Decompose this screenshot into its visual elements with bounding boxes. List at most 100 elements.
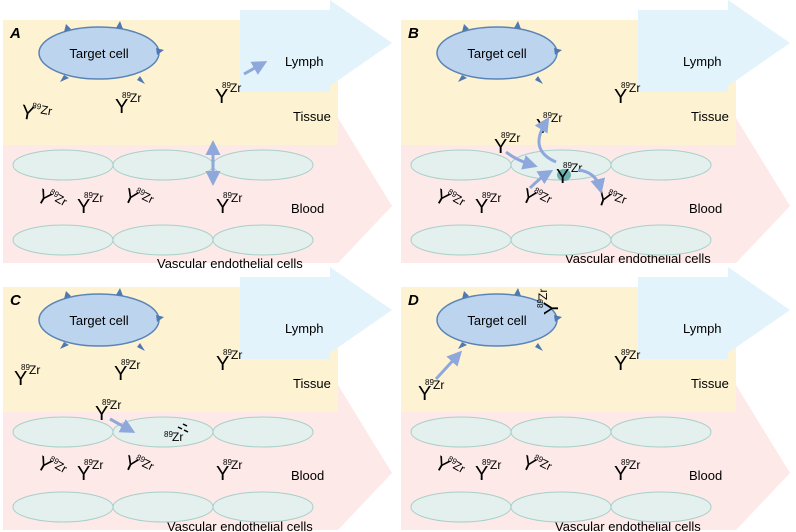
svg-text:89: 89 (222, 81, 231, 90)
zr89-antibody: Y 89 Zr (114, 358, 140, 385)
zr89-antibody: Y 89 Zr (19, 101, 54, 125)
endothelial-cell (610, 224, 712, 256)
zr89-antibody: Y 89 Zr (115, 91, 141, 118)
svg-text:Y: Y (115, 96, 128, 118)
svg-text:Zr: Zr (92, 458, 103, 472)
panel-d: Lymph Tissue Blood Vascular endothelial … (401, 267, 790, 532)
svg-text:89: 89 (533, 453, 545, 465)
lymph-flow-arrow (240, 267, 392, 359)
svg-text:Y: Y (216, 196, 229, 218)
receptor (535, 343, 543, 351)
svg-text:89: 89 (621, 81, 630, 90)
zr89-antibody: Y 89 Zr (614, 81, 640, 108)
svg-text:Zr: Zr (571, 161, 582, 175)
svg-text:Y: Y (614, 86, 627, 108)
receptor (64, 24, 71, 32)
svg-text:89: 89 (102, 398, 111, 407)
svg-text:89: 89 (533, 186, 545, 198)
receptor (535, 76, 543, 84)
tissue-label: Tissue (691, 109, 729, 124)
bound-zr89-antibody: Y 89 Zr (536, 289, 563, 315)
svg-text:89: 89 (536, 299, 545, 308)
zr89-antibody: Y 89 Zr (216, 348, 242, 375)
target-cell: Target cell (38, 288, 164, 351)
svg-text:Y: Y (418, 383, 431, 405)
endothelial-cell (212, 224, 314, 256)
svg-text:Zr: Zr (536, 289, 550, 300)
endothelial-cell (12, 491, 114, 523)
zr89-antibody: Y 89 Zr (475, 458, 501, 485)
svg-text:89: 89 (563, 161, 572, 170)
receptor (462, 24, 469, 32)
target-cell-label: Target cell (467, 313, 526, 328)
svg-text:Zr: Zr (140, 189, 156, 206)
endothelial-cell (212, 416, 314, 448)
receptor (156, 48, 164, 55)
receptor (137, 76, 145, 84)
target-cell: Target cell (38, 21, 164, 84)
zr89-antibody: Y 89 Zr (77, 458, 103, 485)
target-cell-label: Target cell (467, 46, 526, 61)
endothelial-cell (510, 224, 612, 256)
svg-text:89: 89 (607, 187, 619, 199)
svg-text:Zr: Zr (490, 458, 501, 472)
receptor (458, 75, 467, 82)
recycling-arrow (577, 168, 606, 194)
svg-text:Zr: Zr (629, 348, 640, 362)
endothelial-label: Vascular endothelial cells (157, 256, 303, 271)
svg-text:Y: Y (19, 101, 36, 125)
svg-text:Y: Y (216, 463, 229, 485)
svg-text:89: 89 (543, 111, 552, 120)
svg-text:Zr: Zr (110, 398, 121, 412)
endothelial-cell (112, 149, 214, 181)
zr89-antibody: Y 89 Zr (475, 191, 501, 218)
svg-text:89: 89 (501, 131, 510, 140)
svg-text:Zr: Zr (231, 191, 242, 205)
receptor (554, 48, 562, 55)
binding-arrow (434, 350, 463, 381)
svg-text:Zr: Zr (92, 191, 103, 205)
blood-label: Blood (689, 468, 722, 483)
svg-text:Zr: Zr (230, 81, 241, 95)
transcytosis-arrow (534, 116, 557, 164)
svg-text:Y: Y (614, 463, 627, 485)
svg-text:89: 89 (122, 91, 131, 100)
svg-text:89: 89 (84, 191, 93, 200)
svg-text:Zr: Zr (538, 189, 554, 206)
svg-text:89: 89 (621, 348, 630, 357)
endothelial-cell (610, 491, 712, 523)
endothelial-cell (510, 416, 612, 448)
svg-text:89: 89 (135, 453, 147, 465)
degraded-zr89: 89 Zr (164, 423, 189, 444)
lymph-label: Lymph (683, 54, 722, 69)
receptor (458, 342, 467, 349)
target-cell-label: Target cell (69, 313, 128, 328)
svg-text:Y: Y (215, 86, 228, 108)
endocytosis-arrow (505, 150, 538, 170)
endothelial-label: Vascular endothelial cells (167, 519, 313, 532)
svg-text:Y: Y (95, 403, 108, 425)
endothelial-cell (410, 416, 512, 448)
panel-c: Lymph Tissue Blood Vascular endothelial … (3, 267, 392, 532)
blood-label: Blood (689, 201, 722, 216)
panel-a: Lymph Tissue Blood Vascular endothelial … (3, 0, 392, 271)
zr89-antibody: Y 89 Zr (215, 81, 241, 108)
svg-text:Y: Y (114, 363, 127, 385)
svg-text:89: 89 (21, 363, 30, 372)
endothelial-cell (112, 491, 214, 523)
panel-letter: A (9, 25, 21, 42)
endothelial-cell (112, 416, 214, 448)
svg-text:89: 89 (621, 458, 630, 467)
endothelial-cell (610, 149, 712, 181)
zr89-antibody: Y 89 Zr (120, 185, 156, 211)
uptake-arrow (528, 169, 554, 190)
blood-label: Blood (291, 201, 324, 216)
target-cell: Target cell (436, 21, 562, 84)
panel-letter: C (10, 292, 22, 309)
lymph-flow-arrow (240, 0, 392, 92)
panel-b: Lymph Tissue Blood Vascular endothelial … (401, 0, 790, 266)
svg-text:Zr: Zr (40, 103, 54, 119)
svg-text:Zr: Zr (629, 458, 640, 472)
zr89-antibody: Y 89 Zr (494, 131, 520, 158)
target-cell-label: Target cell (69, 46, 128, 61)
